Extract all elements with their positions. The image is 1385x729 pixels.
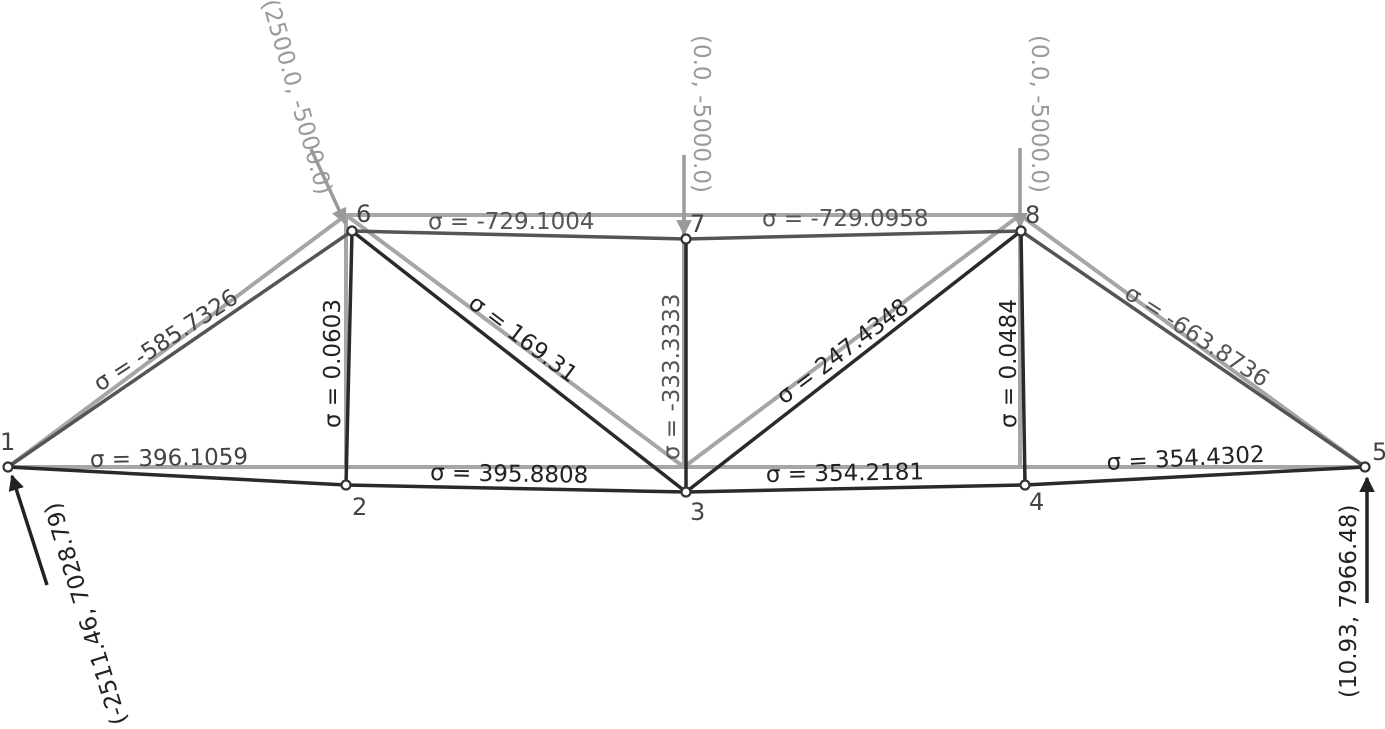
member-2-3 [345, 483, 687, 494]
undeformed-member-1-6 [6, 213, 348, 469]
node-label-8: 8 [1025, 201, 1040, 229]
node-8 [1015, 225, 1027, 237]
stress-label-6-3: σ = 169.31 [463, 290, 582, 388]
node-1 [2, 461, 14, 473]
member-7-8 [685, 229, 1022, 241]
member-3-8 [684, 229, 1023, 494]
stress-label-2-6: σ = 0.0603 [320, 299, 346, 428]
node-7 [680, 233, 692, 245]
load-label-node-6: (2500.0, -5000.0) [256, 0, 337, 198]
load-arrow-node-6 [309, 148, 347, 225]
node-label-5: 5 [1372, 438, 1385, 466]
node-label-1: 1 [0, 428, 15, 456]
node-5 [1359, 461, 1371, 473]
applied-loads: (2500.0, -5000.0) (0.0, -5000.0) (0.0, -… [256, 0, 1052, 236]
member-1-2 [7, 465, 347, 487]
node-labels: 1 2 3 4 5 6 7 8 [0, 200, 1385, 526]
member-6-7 [351, 229, 687, 241]
load-label-node-7: (0.0, -5000.0) [688, 35, 714, 193]
reaction-arrow-node-1 [8, 474, 49, 586]
member-3-4 [685, 483, 1026, 494]
stress-label-2-3: σ = 395.8808 [430, 460, 589, 489]
member-4-5 [1024, 465, 1366, 487]
stress-label-8-5: σ = -663.8736 [1120, 280, 1274, 392]
member-1-6 [7, 229, 353, 469]
node-label-7: 7 [690, 210, 705, 238]
node-2 [340, 479, 352, 491]
stress-label-7-8: σ = -729.0958 [762, 206, 929, 232]
stress-labels: σ = -585.7326 σ = 396.1059 σ = 0.0603 σ … [89, 206, 1273, 489]
deformed-truss [7, 229, 1366, 494]
stress-label-4-5: σ = 354.4302 [1106, 442, 1265, 476]
stress-label-3-4: σ = 354.2181 [766, 459, 925, 488]
member-6-3 [350, 229, 688, 494]
member-2-6 [344, 230, 354, 486]
node-3 [680, 486, 692, 498]
node-label-6: 6 [356, 200, 371, 228]
undeformed-member-3-8 [682, 213, 1022, 469]
reaction-label-node-1: (-2511.46, 7028.79) [40, 499, 132, 728]
node-label-2: 2 [352, 493, 367, 521]
node-4 [1019, 479, 1031, 491]
member-8-5 [1020, 229, 1366, 469]
stress-label-7-3: σ = -333.3333 [659, 293, 685, 460]
undeformed-member-8-5 [1018, 213, 1367, 469]
stress-label-4-8: σ = 0.0484 [996, 299, 1022, 428]
stress-label-1-6: σ = -585.7326 [89, 285, 243, 397]
member-4-8 [1019, 230, 1027, 486]
reaction-label-node-5: (10.93, 7966.48) [1336, 504, 1362, 698]
node-6 [346, 225, 358, 237]
node-label-4: 4 [1029, 488, 1044, 516]
stress-label-6-7: σ = -729.1004 [428, 209, 595, 235]
stress-label-3-8: σ = 247.4348 [772, 294, 914, 410]
stress-label-1-2: σ = 396.1059 [90, 444, 249, 473]
undeformed-member-6-3 [344, 213, 686, 469]
truss-nodes [2, 225, 1371, 498]
node-label-3: 3 [690, 498, 705, 526]
load-label-node-8: (0.0, -5000.0) [1026, 35, 1052, 193]
